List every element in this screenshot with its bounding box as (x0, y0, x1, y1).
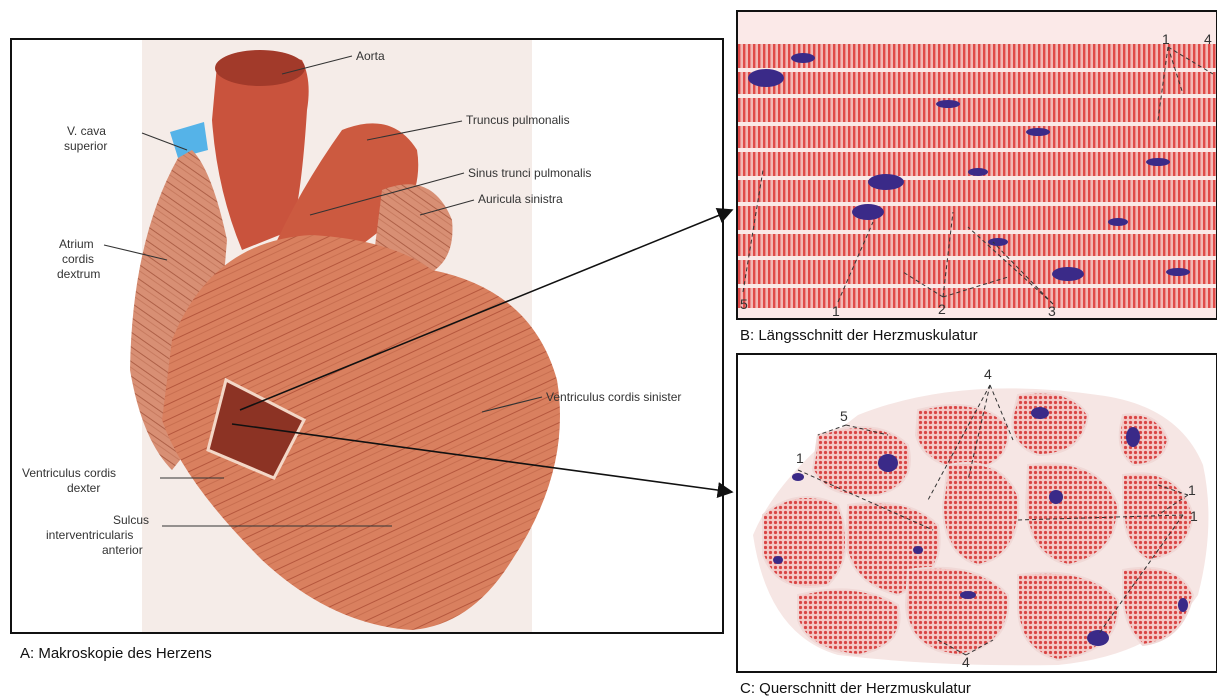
panel-c-cross-section: 4 5 1 1 1 4 (736, 353, 1217, 673)
cross-section-fibers: 4 5 1 1 1 4 (738, 355, 1216, 671)
label-atrium-line2: cordis (62, 252, 94, 266)
label-sinus-trunci: Sinus trunci pulmonalis (468, 166, 591, 180)
number-b-1-bottom: 1 (832, 303, 840, 318)
label-truncus-pulmonalis: Truncus pulmonalis (466, 113, 570, 127)
number-b-4: 4 (1204, 31, 1212, 47)
panel-a-heart-macroscopy: Aorta Truncus pulmonalis V. cava superio… (10, 38, 724, 634)
label-ventriculus-dexter-line1: Ventriculus cordis (22, 466, 116, 480)
label-sulcus-line1: Sulcus (113, 513, 149, 527)
label-vcava-line1: V. cava (67, 124, 106, 138)
number-b-1-top: 1 (1162, 31, 1170, 47)
number-c-1-right-lower: 1 (1190, 508, 1198, 524)
caption-panel-a: A: Makroskopie des Herzens (20, 645, 212, 662)
label-aorta: Aorta (356, 49, 385, 63)
label-auricula-sinistra: Auricula sinistra (478, 192, 563, 206)
panel-b-longitudinal-section: 1 4 5 1 2 3 (736, 10, 1217, 320)
caption-panel-b: B: Längsschnitt der Herzmuskulatur (740, 327, 978, 344)
label-sulcus-line3: anterior (102, 543, 143, 557)
number-c-4-top: 4 (984, 366, 992, 382)
number-c-1-right-upper: 1 (1188, 482, 1196, 498)
caption-panel-c: C: Querschnitt der Herzmuskulatur (740, 680, 971, 697)
number-c-5: 5 (840, 408, 848, 424)
heart-illustration: Aorta Truncus pulmonalis V. cava superio… (12, 40, 722, 632)
label-sulcus-line2: interventricularis (46, 528, 133, 542)
label-ventriculus-sinister: Ventriculus cordis sinister (546, 390, 681, 404)
number-c-4-bottom: 4 (962, 654, 970, 670)
fiber-rows (738, 44, 1216, 308)
label-vcava-line2: superior (64, 139, 107, 153)
number-b-3: 3 (1048, 303, 1056, 318)
longitudinal-fibers: 1 4 5 1 2 3 (738, 12, 1216, 318)
number-c-1-left: 1 (796, 450, 804, 466)
label-ventriculus-dexter-line2: dexter (67, 481, 100, 495)
label-atrium-line3: dextrum (57, 267, 100, 281)
number-b-2: 2 (938, 301, 946, 317)
number-b-5: 5 (740, 296, 748, 312)
label-atrium-line1: Atrium (59, 237, 94, 251)
